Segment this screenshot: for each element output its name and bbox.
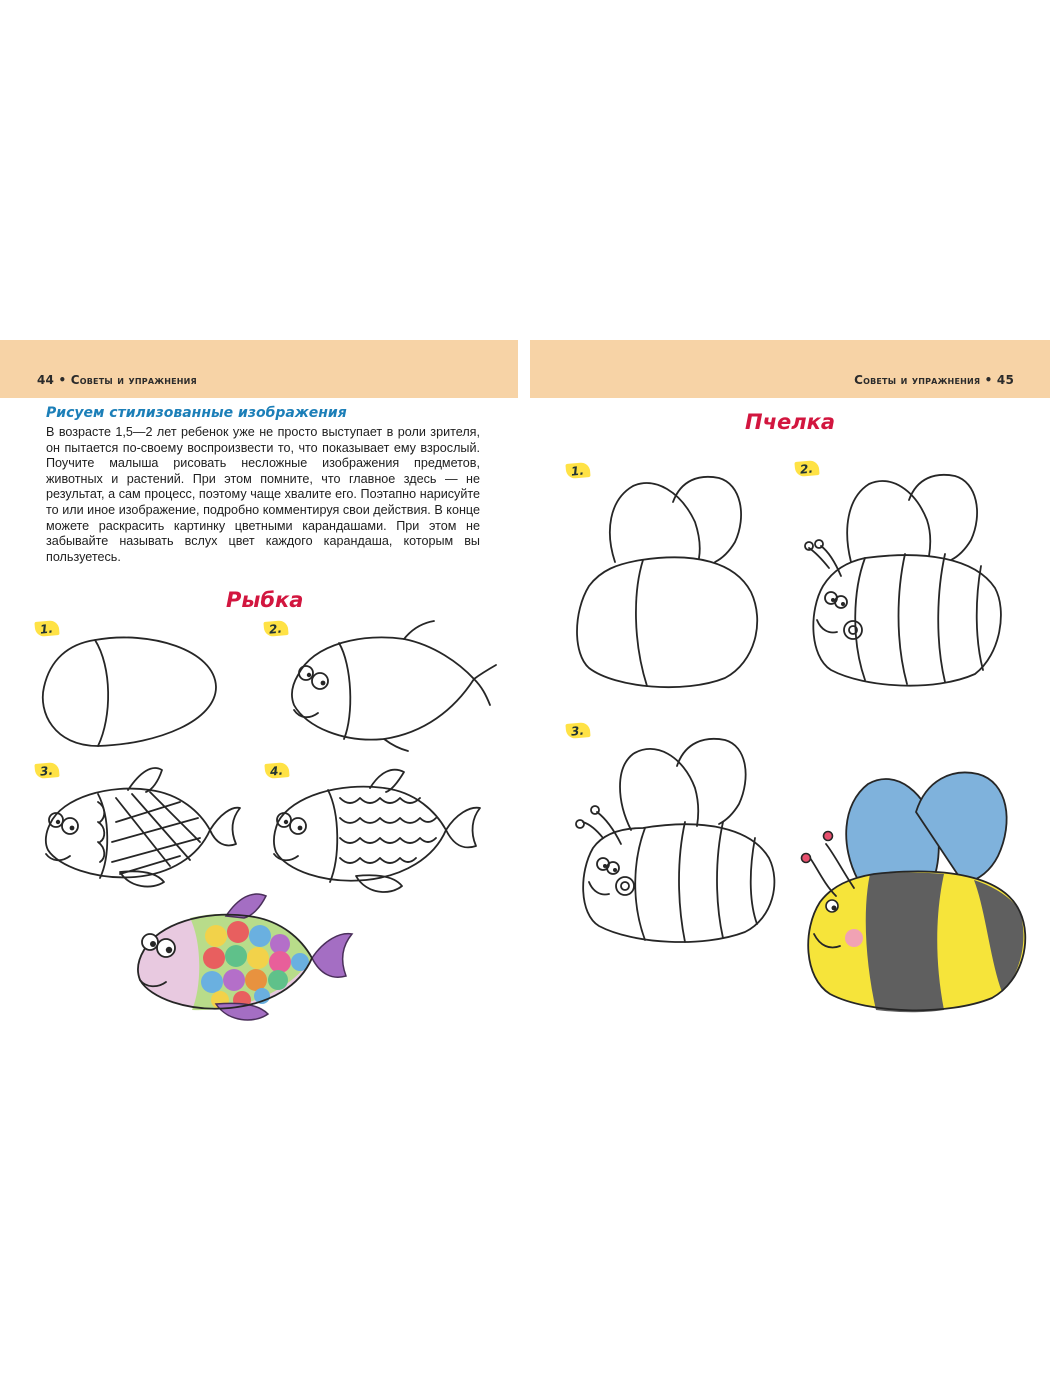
bee-colored-drawing xyxy=(800,771,1027,1013)
fish-step-3-drawing xyxy=(44,767,241,888)
fish-step-4-drawing xyxy=(272,768,481,893)
fish-colored-drawing xyxy=(137,893,354,1021)
fish-title: Рыбка xyxy=(226,588,304,612)
bee-step-2-drawing xyxy=(804,474,1002,687)
right-page-header-band xyxy=(530,340,1050,398)
bee-step-1-drawing xyxy=(576,476,759,689)
bee-step-3-drawing xyxy=(575,738,776,943)
body-paragraph: В возрасте 1,5—2 лет ребенок уже не прос… xyxy=(46,425,480,564)
left-page-header-band xyxy=(0,340,518,398)
fish-step-2-drawing xyxy=(291,620,497,752)
bee-title: Пчелка xyxy=(745,410,836,434)
right-running-head: Советы и упражнения • 45 xyxy=(854,373,1014,387)
left-running-head: 44 • Советы и упражнения xyxy=(37,373,197,387)
section-subheading: Рисуем стилизованные изображения xyxy=(46,405,347,421)
fish-step-1-drawing xyxy=(42,636,217,747)
